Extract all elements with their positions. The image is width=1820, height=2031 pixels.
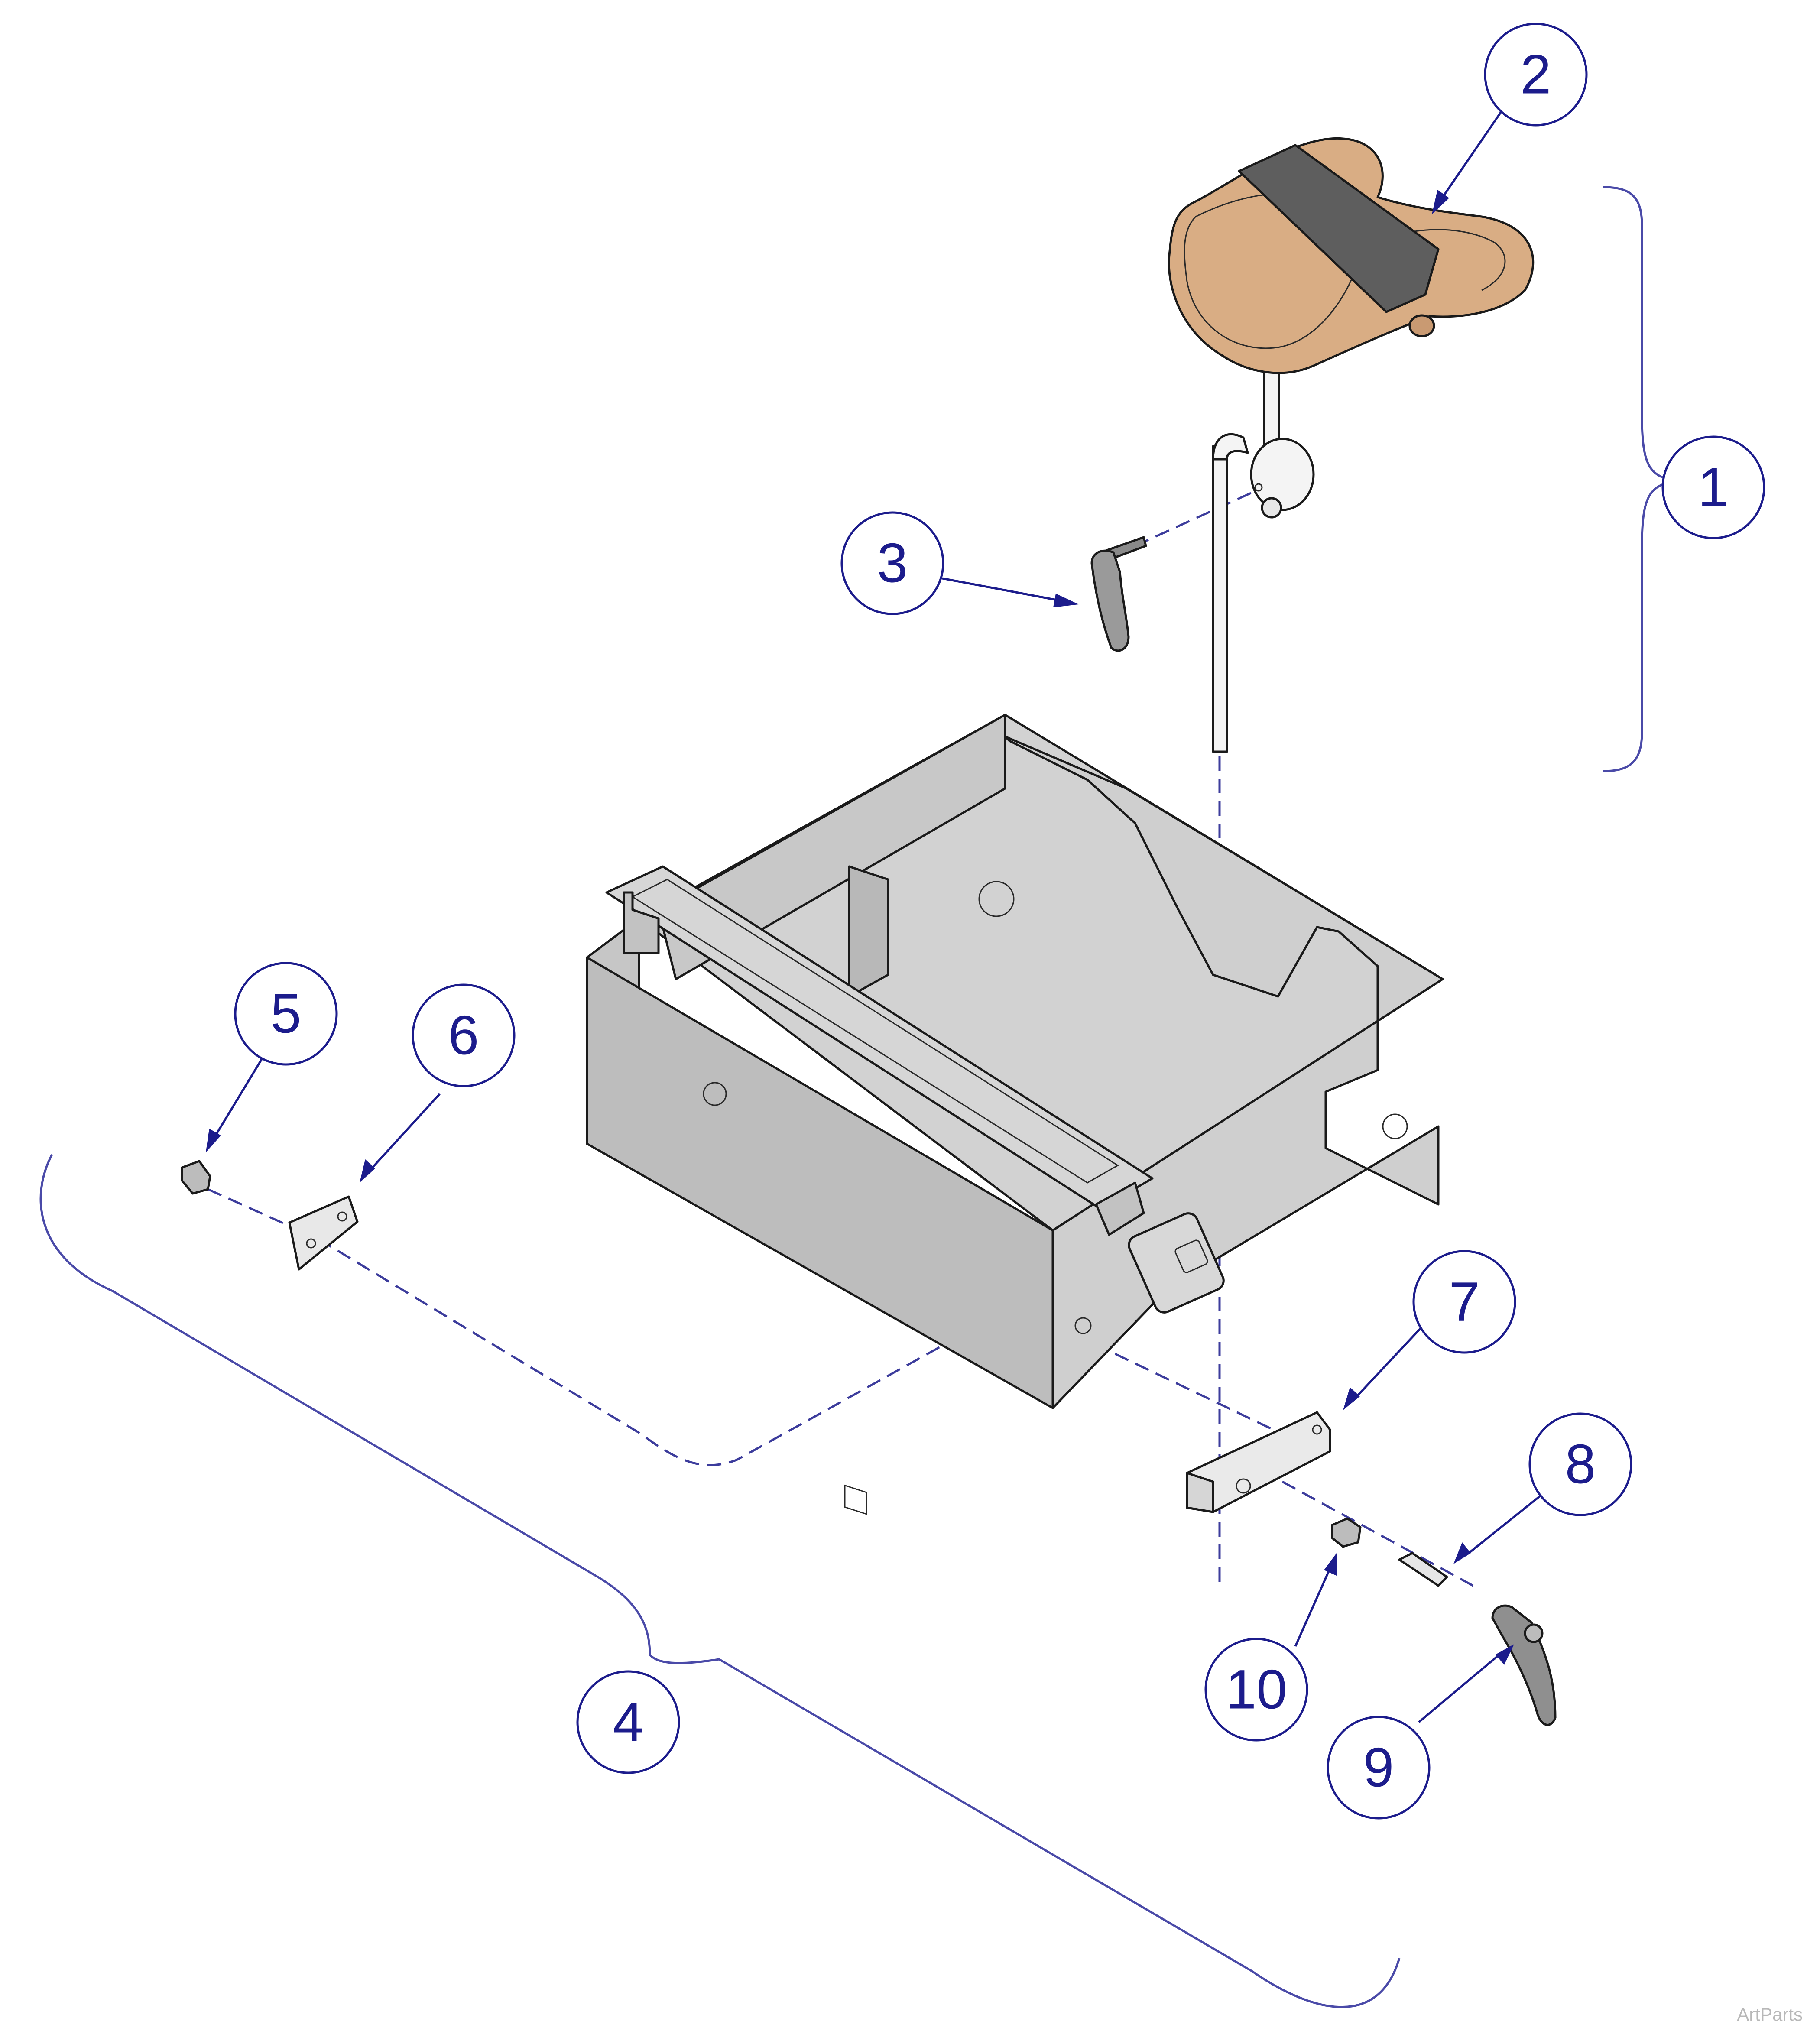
arrowhead-10 — [1324, 1553, 1337, 1576]
chassis-frame — [586, 714, 1444, 1515]
callout-label-7: 7 — [1449, 1271, 1479, 1333]
leader-2 — [1441, 111, 1502, 198]
arrowhead-5 — [206, 1129, 221, 1152]
bracket-assembly-4 — [39, 1154, 1401, 2008]
arrowhead-6 — [360, 1159, 375, 1183]
callout-label-8: 8 — [1565, 1434, 1596, 1496]
assembly-line-knob — [1134, 488, 1259, 547]
headrest-strap — [1238, 144, 1440, 313]
callout-10: 10 — [1204, 1638, 1308, 1742]
arrowhead-3 — [1053, 594, 1079, 607]
callout-label-9: 9 — [1363, 1737, 1394, 1799]
arrowhead-2 — [1432, 190, 1449, 214]
leader-7 — [1355, 1327, 1422, 1398]
arrowhead-9 — [1496, 1644, 1514, 1665]
arrowhead-7 — [1343, 1387, 1360, 1410]
callout-label-4: 4 — [613, 1691, 643, 1753]
callout-label-1: 1 — [1698, 457, 1729, 519]
leader-6 — [370, 1093, 441, 1171]
callout-6: 6 — [412, 983, 516, 1087]
plate-6 — [288, 1195, 359, 1271]
headrest-post — [1212, 363, 1315, 753]
callout-2: 2 — [1484, 23, 1588, 127]
leader-10 — [1294, 1567, 1331, 1647]
assembly-line-lever — [1074, 1333, 1474, 1587]
callout-9: 9 — [1327, 1716, 1431, 1820]
leader-8 — [1468, 1492, 1545, 1554]
callout-label-5: 5 — [270, 983, 301, 1045]
callout-5: 5 — [234, 962, 338, 1066]
artparts-watermark: ArtParts — [1737, 2004, 1803, 2025]
arrowhead-8 — [1453, 1542, 1471, 1564]
callout-1: 1 — [1661, 435, 1765, 539]
callout-label-2: 2 — [1520, 44, 1551, 106]
callout-8: 8 — [1528, 1412, 1632, 1516]
callout-label-6: 6 — [448, 1005, 479, 1067]
leader-3 — [942, 577, 1058, 601]
clamp-knob-3 — [1090, 536, 1147, 652]
leader-9 — [1418, 1654, 1500, 1723]
pin-8 — [1398, 1552, 1448, 1587]
callout-label-10: 10 — [1226, 1659, 1287, 1721]
callout-4: 4 — [576, 1670, 680, 1774]
callout-label-3: 3 — [877, 532, 908, 594]
bracket-7 — [1186, 1411, 1331, 1513]
callout-7: 7 — [1412, 1250, 1516, 1354]
callout-3: 3 — [840, 511, 944, 615]
lever-9 — [1491, 1604, 1557, 1726]
bolt-5 — [181, 1160, 211, 1195]
leader-5 — [213, 1054, 266, 1138]
nut-10 — [1331, 1517, 1362, 1548]
